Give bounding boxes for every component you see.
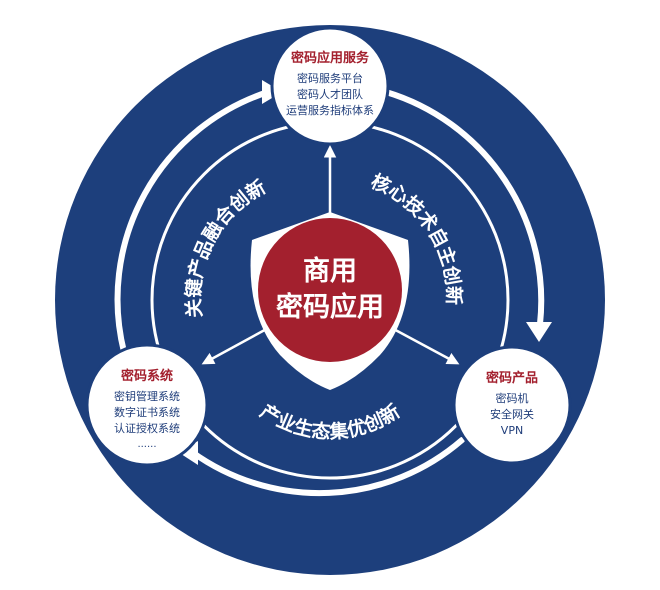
node-left-item-4: ...... xyxy=(137,439,156,450)
node-left-circle xyxy=(85,343,209,467)
node-right-title: 密码产品 xyxy=(485,370,538,386)
arrowhead-bottom-left xyxy=(178,441,198,465)
node-left-item-3: 认证授权系统 xyxy=(114,421,180,435)
node-right-circle xyxy=(452,345,572,465)
spoke-left xyxy=(201,324,273,365)
node-top: 密码应用服务 密码服务平台 密码人才团队 运营服务指标体系 xyxy=(270,26,390,146)
node-right-item-3: VPN xyxy=(501,424,523,437)
node-top-circle xyxy=(270,26,390,146)
node-top-item-2: 密码人才团队 xyxy=(297,87,363,101)
node-right-item-1: 密码机 xyxy=(496,391,529,405)
cycle-arrow-left-up xyxy=(114,89,271,355)
node-top-item-3: 运营服务指标体系 xyxy=(286,103,374,117)
center-core xyxy=(258,218,402,362)
node-left-item-1: 密钥管理系统 xyxy=(114,389,180,403)
node-right-item-2: 安全网关 xyxy=(490,407,534,421)
node-top-item-1: 密码服务平台 xyxy=(297,71,363,85)
center-title-line1: 商用 xyxy=(303,256,357,287)
cycle-arrow-bottom xyxy=(189,437,465,497)
cycle-arrow-top-right xyxy=(383,89,545,327)
node-right: 密码产品 密码机 安全网关 VPN xyxy=(452,345,572,465)
node-top-title: 密码应用服务 xyxy=(290,50,370,66)
cycle-arrows xyxy=(114,89,545,497)
node-left-title: 密码系统 xyxy=(120,368,173,384)
node-left-item-2: 数字证书系统 xyxy=(114,405,180,419)
arrowhead-right-down xyxy=(526,322,552,342)
center-title-line2: 密码应用 xyxy=(276,291,384,323)
spoke-right xyxy=(387,324,460,365)
node-left: 密码系统 密钥管理系统 数字证书系统 认证授权系统 ...... xyxy=(85,343,209,467)
